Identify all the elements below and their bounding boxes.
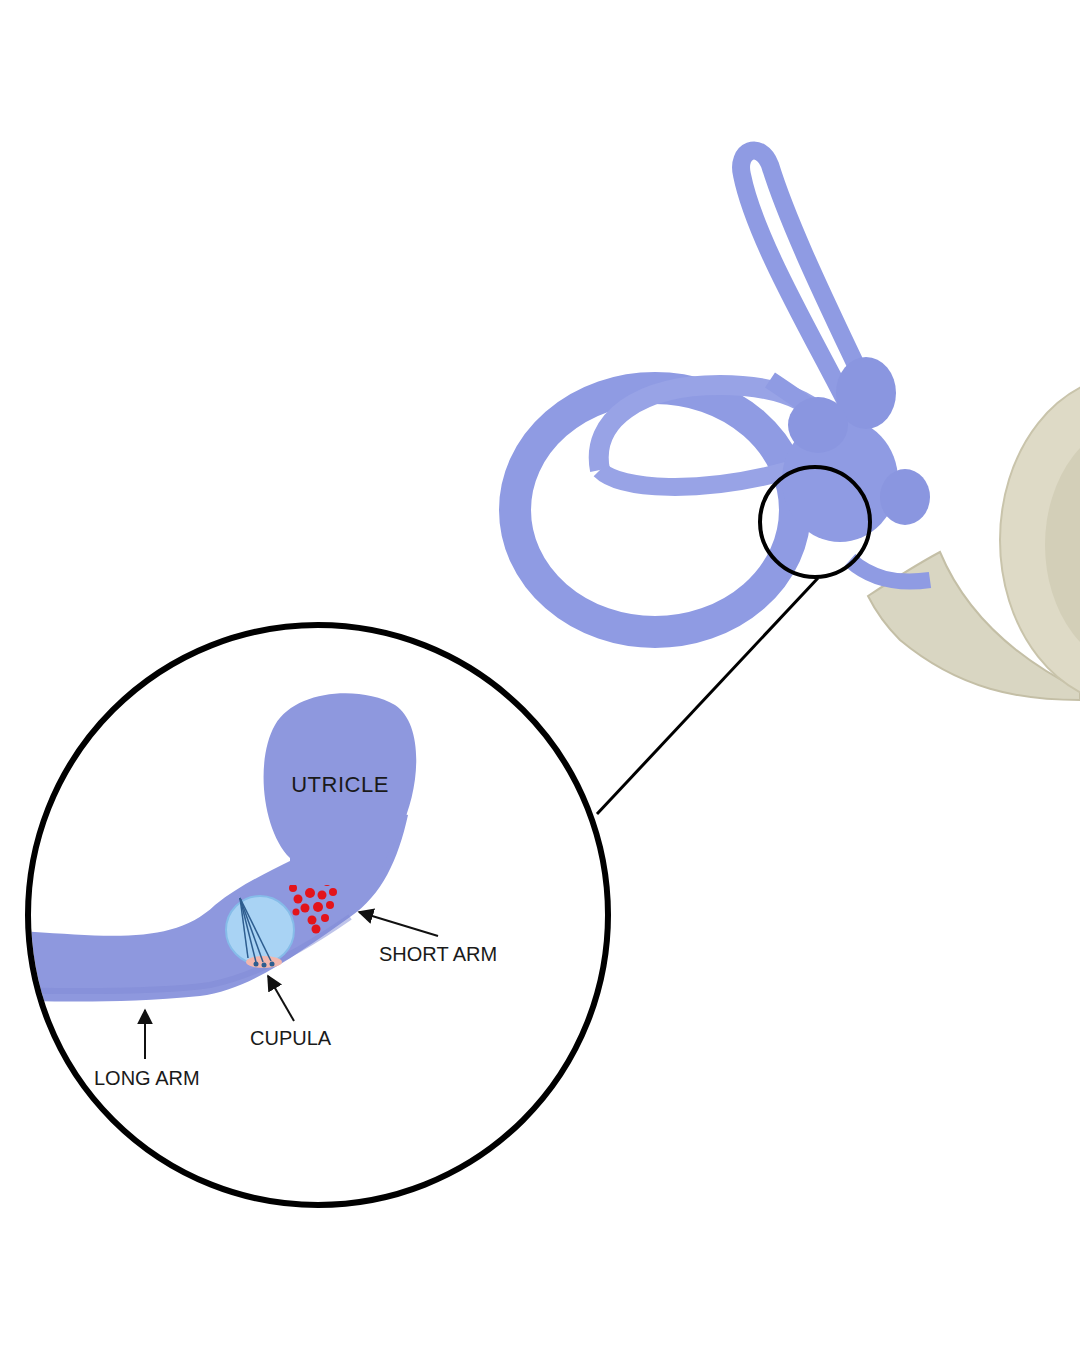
leader-arrow <box>268 976 294 1021</box>
otoconia-crystal <box>318 891 327 900</box>
otoconia-crystal <box>326 901 334 909</box>
cochlea <box>868 375 1080 705</box>
hair-bundle <box>240 898 248 958</box>
part-name: UTRICLE <box>291 772 389 798</box>
otoconia-crystal <box>301 904 310 913</box>
posterior-canal <box>515 388 795 632</box>
ampulla <box>880 469 930 525</box>
hair-cells <box>240 898 271 962</box>
otoconia-crystal <box>329 888 337 896</box>
leader-arrow <box>359 912 438 936</box>
ductus-reuniens <box>850 560 930 582</box>
hair-bundle <box>240 898 256 962</box>
semicircular-canals <box>515 151 930 632</box>
otoconia-crystal <box>312 925 321 934</box>
hair-cell <box>270 962 275 967</box>
zoom-connector <box>597 578 818 814</box>
otoconia-crystal <box>321 914 329 922</box>
crista <box>246 956 282 968</box>
otoconia-crystal <box>313 902 323 912</box>
otoconia-crystal <box>305 888 315 898</box>
otoconia-crystal <box>289 884 297 892</box>
otoconia-crystal <box>308 916 317 925</box>
part-label: SHORT ARM <box>377 943 499 965</box>
cupula-body <box>226 896 294 964</box>
hair-cell-bodies <box>254 962 275 968</box>
lateral-canal <box>600 470 790 487</box>
focus-circle <box>760 467 870 577</box>
otoconia-crystal <box>294 895 303 904</box>
canal-shading <box>0 917 350 991</box>
hair-bundle <box>240 898 271 961</box>
hair-bundle <box>240 898 263 962</box>
ampulla <box>788 397 848 453</box>
cochlea-turn <box>1045 420 1080 670</box>
hair-cell <box>254 962 259 967</box>
zoom-circle <box>28 625 608 1205</box>
otoconia-crystal <box>293 909 300 916</box>
cochlea-spiral <box>1000 375 1080 705</box>
utricle-shape <box>264 693 417 885</box>
hair-cell <box>262 963 267 968</box>
utricle-sac: UTRICLE <box>250 685 430 885</box>
part-label: LONG ARM <box>92 1067 202 1089</box>
leader-arrow <box>144 1010 146 1059</box>
part-label: CUPULA <box>248 1027 333 1049</box>
